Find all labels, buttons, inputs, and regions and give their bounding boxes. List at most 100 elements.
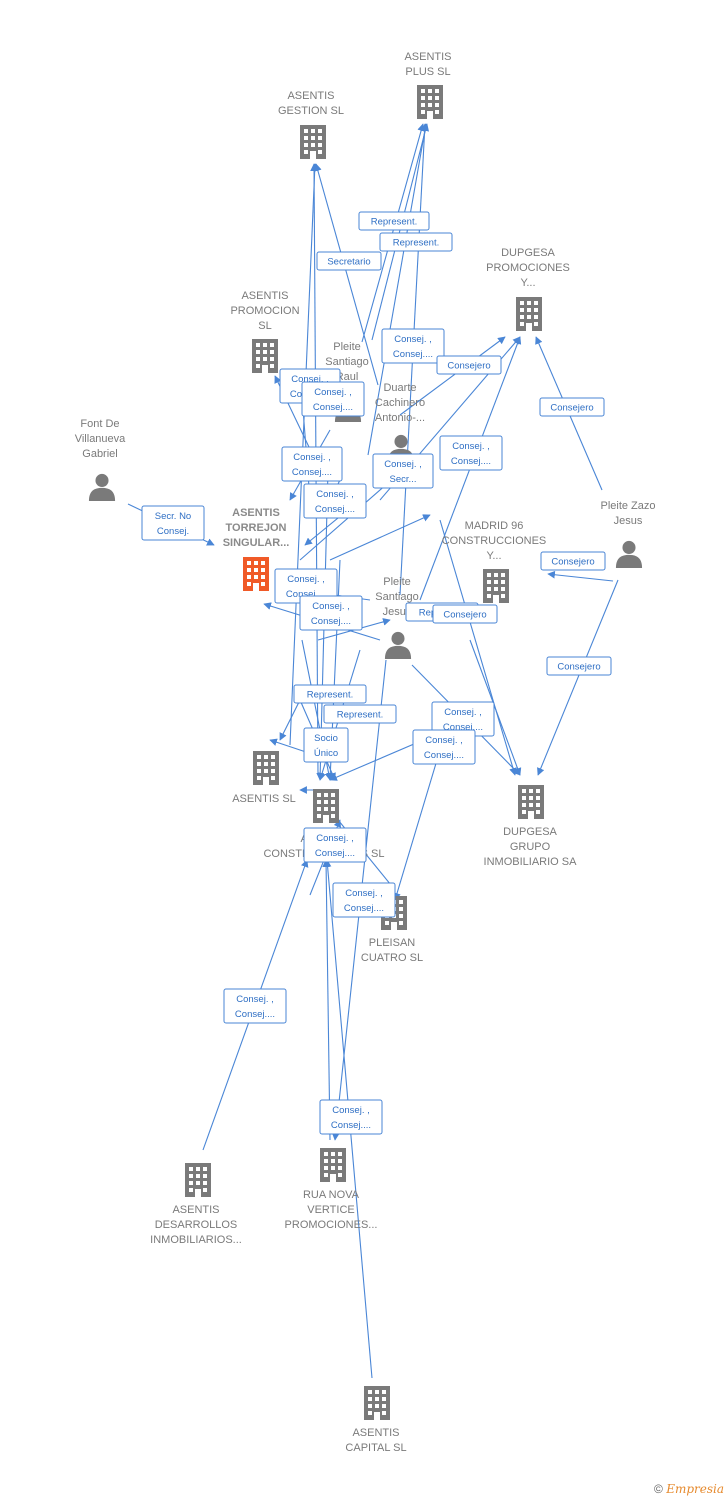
edge-label-text: Represent.: [307, 690, 353, 701]
edge-label-box: [303, 727, 349, 763]
edge-label-e6[interactable]: Consejero: [539, 397, 605, 417]
edge-label-e4[interactable]: Consej. , Consej....: [381, 328, 445, 364]
edge-label-e18[interactable]: Consej. ,Consej....: [299, 595, 363, 631]
node-asentis-sl[interactable]: ASENTIS SL: [232, 751, 296, 805]
copyright-symbol: ©: [654, 1482, 663, 1496]
relation-edge-35: [537, 579, 619, 776]
node-label-line: Cachinero: [375, 397, 425, 409]
edge-label-text: Consejero: [551, 557, 594, 568]
edge-label-text: Represent.: [371, 217, 417, 228]
edge-label-text: Consej. ,: [394, 334, 432, 345]
node-label-line: INMOBILIARIOS...: [150, 1234, 242, 1246]
edge-label-e5[interactable]: Consejero: [436, 355, 502, 375]
edge-label-e8[interactable]: Consej. ,Consej....: [301, 381, 365, 417]
edge-label-box: [539, 397, 605, 417]
edge-label-box: [358, 211, 430, 231]
edge-label-box: [436, 355, 502, 375]
edge-label-e23[interactable]: Consej. ,Consej....: [431, 701, 495, 737]
node-label-line: Antonio-...: [375, 412, 425, 424]
edge-label-e1[interactable]: Represent.: [358, 211, 430, 231]
edge-label-text: Consej. ,: [452, 441, 490, 452]
edge-label-e15[interactable]: Consej. ,Consej....: [274, 568, 338, 604]
edge-label-e17[interactable]: Consejero: [432, 604, 498, 624]
edge-label-box: [412, 729, 476, 765]
edge-label-e28[interactable]: Consej. ,Consej....: [319, 1099, 383, 1135]
edge-label-e2[interactable]: Represent.: [379, 232, 453, 252]
edge-label-text: Socio: [314, 733, 338, 744]
edge-label-e27[interactable]: Consej. ,Consej....: [223, 988, 287, 1024]
edge-label-e21[interactable]: Represent.: [323, 704, 397, 724]
node-desarrollos[interactable]: ASENTISDESARROLLOSINMOBILIARIOS...: [150, 1163, 242, 1246]
node-label-line: PROMOCIONES: [486, 262, 570, 274]
node-label-line: Pleite Zazo: [600, 500, 655, 512]
node-label-line: Pleite: [383, 576, 411, 588]
edge-label-e24[interactable]: Consej. ,Consej....: [412, 729, 476, 765]
edge-label-text: Consej. ,: [236, 994, 274, 1005]
edge-label-e12[interactable]: Consej. ,Consej....: [439, 435, 503, 471]
building-icon: [417, 85, 443, 119]
relation-edge-3: [367, 123, 429, 456]
node-dupgesa-prom[interactable]: DUPGESAPROMOCIONESY...: [486, 247, 570, 331]
edge-label-text: Consej....: [292, 467, 332, 478]
edge-label-text: Consej....: [393, 349, 433, 360]
edge-label-text: Represent.: [393, 238, 439, 249]
edge-label-e10[interactable]: Consej. ,Consej....: [303, 483, 367, 519]
edge-label-e3[interactable]: Secretario: [316, 251, 382, 271]
edge-label-box: [303, 827, 367, 863]
node-label-line: Y...: [520, 277, 535, 289]
node-torrejon[interactable]: ASENTISTORREJONSINGULAR...: [223, 507, 290, 591]
edge-label-e14[interactable]: Consejero: [540, 551, 606, 571]
edge-label-e25[interactable]: Consej. , Consej....: [303, 827, 367, 863]
building-icon: [483, 569, 509, 603]
edge-label-text: Consej....: [315, 848, 355, 859]
edge-label-box: [546, 656, 612, 676]
edge-label-text: Consej. ,: [384, 459, 422, 470]
edge-label-box: [281, 446, 343, 482]
edge-label-e9[interactable]: Consej. ,Consej....: [281, 446, 343, 482]
edge-label-text: Consejero: [550, 403, 593, 414]
edge-label-box: [540, 551, 606, 571]
building-icon: [320, 1148, 346, 1182]
edge-label-text: Consej....: [443, 722, 483, 733]
node-label-line: ASENTIS SL: [232, 793, 296, 805]
node-label-line: ASENTIS: [241, 290, 288, 302]
footer-brand[interactable]: © Empresia: [654, 1482, 724, 1496]
node-label-line: Gabriel: [82, 448, 117, 460]
node-label-line: CAPITAL SL: [345, 1442, 406, 1454]
edge-label-text: Consej. ,: [287, 574, 325, 585]
edge-label-box: [299, 595, 363, 631]
edge-label-e19[interactable]: Consejero: [546, 656, 612, 676]
edge-label-box: [439, 435, 503, 471]
building-icon: [364, 1386, 390, 1420]
edge-label-box: [372, 453, 434, 489]
node-label-line: PLEISAN: [369, 937, 416, 949]
node-label-line: ASENTIS: [287, 90, 334, 102]
relation-edge-20: [547, 570, 614, 582]
node-duarte[interactable]: DuarteCachineroAntonio-...: [375, 382, 425, 462]
node-rua[interactable]: RUA NOVAVERTICEPROMOCIONES...: [285, 1148, 378, 1231]
edge-label-text: Consej. ,: [425, 735, 463, 746]
edge-label-e26[interactable]: Consej. ,Consej....: [332, 882, 396, 918]
node-label-line: PROMOCION: [230, 305, 299, 317]
node-label-line: DESARROLLOS: [155, 1219, 238, 1231]
building-icon: [518, 785, 544, 819]
edge-label-text: Consej. ,: [316, 833, 354, 844]
node-label-line: Santiago: [325, 356, 368, 368]
node-madrid96[interactable]: MADRID 96CONSTRUCCIONESY...: [442, 520, 547, 603]
edge-label-e20[interactable]: Represent.: [293, 684, 367, 704]
edge-label-text: Consej. ,: [314, 387, 352, 398]
edge-label-e11[interactable]: Consej. ,Secr...: [372, 453, 434, 489]
